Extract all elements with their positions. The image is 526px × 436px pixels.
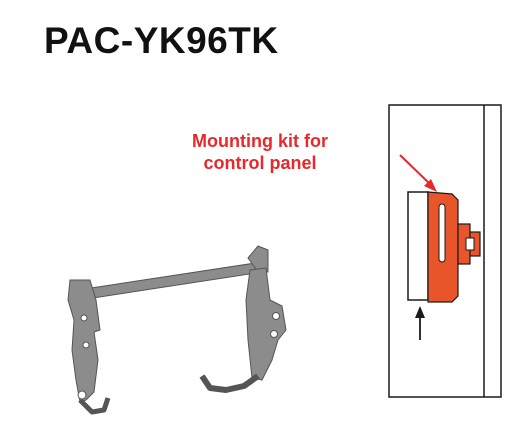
panel-pointer-head (415, 306, 425, 318)
product-title: PAC-YK96TK (44, 20, 279, 61)
bracket-right-leg (245, 267, 287, 381)
bracket-left-foot (78, 397, 111, 415)
wall-outline (388, 104, 502, 398)
bracket-left-leg (67, 279, 101, 403)
callout-line-1: Mounting kit for (192, 131, 328, 151)
mounting-kit-part (427, 191, 481, 303)
bracket-left-hole (77, 390, 87, 400)
bracket-right-foot (199, 373, 260, 393)
callout-line-2: control panel (203, 153, 317, 173)
bracket-left-hole-2 (80, 314, 88, 322)
control-panel-face (407, 191, 429, 301)
mounting-kit-tab-notch (465, 237, 475, 251)
bracket-top-bar (77, 261, 263, 301)
wall-section (388, 104, 502, 398)
bracket-left-hole-3 (82, 341, 90, 349)
mounting-kit-slot (438, 203, 446, 263)
mounting-kit-callout: Mounting kit for control panel (150, 130, 370, 174)
panel-pointer-arrow (415, 306, 425, 340)
callout-arrow-head (424, 179, 437, 192)
bracket-right-hole-2 (270, 330, 278, 338)
callout-arrow-line (399, 154, 433, 187)
callout-arrow (399, 154, 437, 192)
bracket-right-hole-1 (272, 312, 280, 320)
mounting-bracket-illustration (67, 245, 287, 415)
